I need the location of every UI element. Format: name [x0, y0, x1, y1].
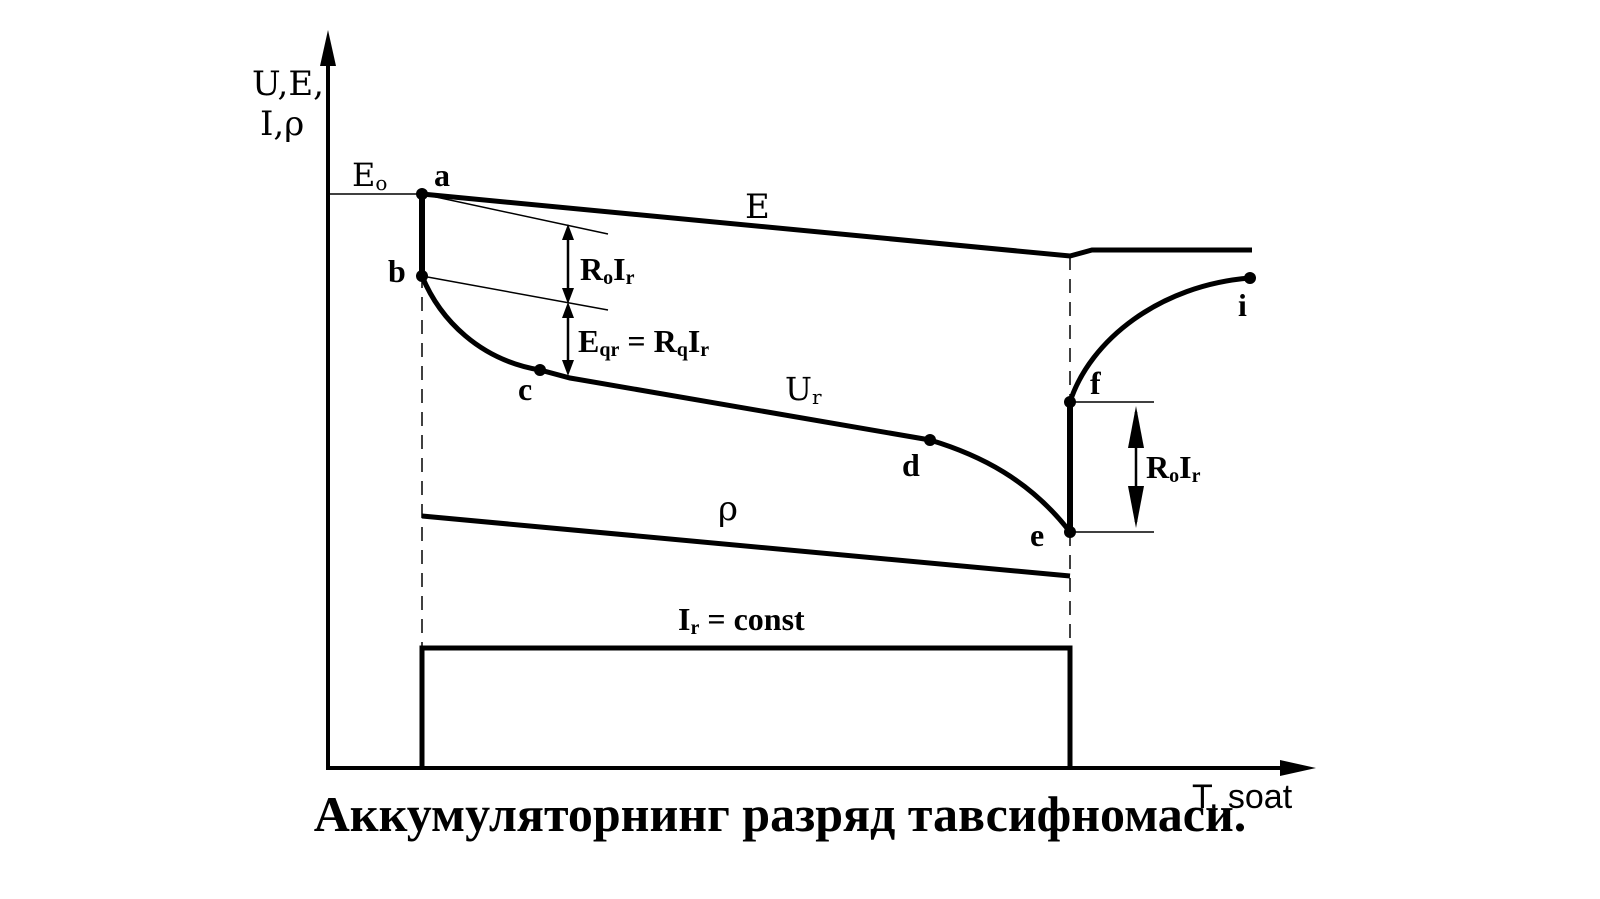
ro-ir-right-arrow-top: [1128, 406, 1144, 448]
ro-ir-right-arrow-bottom: [1128, 486, 1144, 528]
point-e: [1064, 526, 1076, 538]
eqr-label: Eqr = RqIr: [578, 323, 709, 361]
label-d: d: [902, 447, 920, 483]
eqr-arrow-bottom: [562, 360, 574, 376]
eqr-arrow-top: [562, 302, 574, 318]
tangent-line-b: [421, 275, 609, 311]
label-b: b: [388, 253, 406, 289]
ro-ir-label-right: RoIr: [1146, 449, 1201, 487]
x-axis-arrow: [1280, 760, 1316, 776]
label-f: f: [1090, 365, 1101, 401]
rho-curve: [421, 513, 1071, 579]
label-c: c: [518, 371, 532, 407]
y-axis-label-2: I,ρ: [260, 104, 304, 144]
ro-ir-label-left: RoIr: [580, 251, 635, 289]
u-curve: [419, 275, 1072, 534]
point-i: [1244, 272, 1256, 284]
e-curve: [421, 191, 1252, 259]
e-curve-label: E: [745, 187, 770, 227]
rho-label: ρ: [718, 489, 738, 529]
u-curve-label: Ur: [785, 370, 822, 409]
label-a: a: [434, 157, 450, 193]
tangent-line-a: [421, 193, 609, 235]
current-label: Ir = const: [678, 601, 805, 639]
y-axis-arrow: [320, 30, 336, 66]
label-i: i: [1238, 287, 1247, 323]
y-axis-label-1: U,E,: [252, 64, 324, 104]
x-axis-label: T, soat: [1192, 778, 1293, 816]
label-e: e: [1030, 517, 1044, 553]
point-b: [416, 270, 428, 282]
point-c: [534, 364, 546, 376]
ro-ir-arrow-bottom: [562, 288, 574, 304]
point-f: [1064, 396, 1076, 408]
current-rectangle: [419, 645, 1073, 768]
point-d: [924, 434, 936, 446]
point-a: [416, 188, 428, 200]
caption: Аккумуляторнинг разряд тавсифномаси.: [313, 786, 1247, 842]
e0-label: Eo: [352, 156, 387, 195]
ro-ir-arrow-top: [562, 224, 574, 240]
recovery-curve: [1067, 275, 1251, 403]
